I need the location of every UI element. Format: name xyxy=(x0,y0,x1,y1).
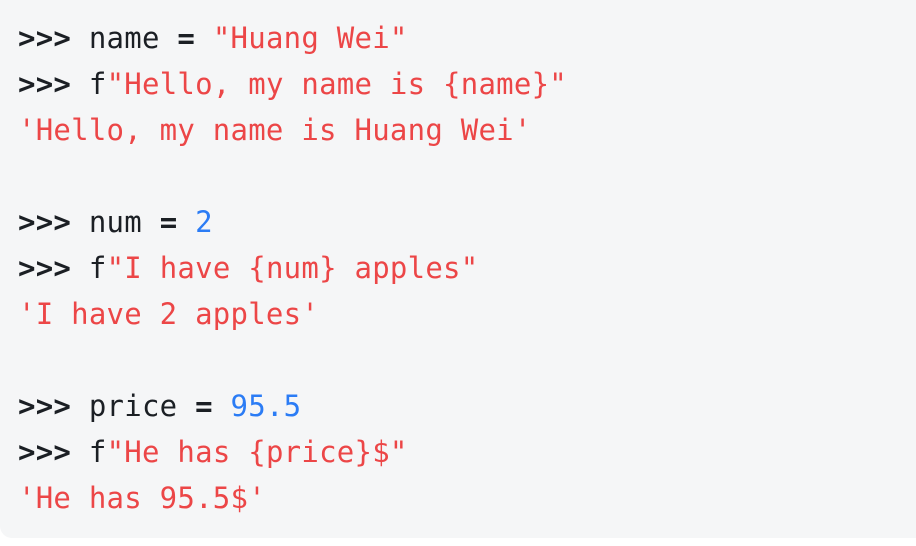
code-token-string: "Hello, my name is {name}" xyxy=(106,67,568,101)
code-token-string: 'Hello, my name is Huang Wei' xyxy=(18,113,532,147)
code-token-prompt: >>> xyxy=(18,435,89,469)
code-token-string: 'He has 95.5$' xyxy=(18,481,266,515)
code-line xyxy=(18,153,904,199)
code-token-prompt: >>> xyxy=(18,21,89,55)
code-token-operator: = xyxy=(195,389,231,423)
code-line: 'He has 95.5$' xyxy=(18,475,904,521)
code-token-operator: = xyxy=(177,21,213,55)
code-token-plain: price xyxy=(88,389,196,423)
code-token-prompt: >>> xyxy=(18,205,89,239)
code-token-prompt: >>> xyxy=(18,67,89,101)
code-token-plain: f xyxy=(88,435,107,469)
code-token-operator: = xyxy=(159,205,196,239)
code-token-plain: name xyxy=(88,21,178,55)
code-token-string: "He has {price}$" xyxy=(106,435,408,469)
code-token-number: 95.5 xyxy=(230,389,302,423)
code-line: >>> f"He has {price}$" xyxy=(18,429,904,475)
code-line xyxy=(18,337,904,383)
code-token-string: 'I have 2 apples' xyxy=(18,297,320,331)
code-token-plain: f xyxy=(88,67,107,101)
code-line: >>> name = "Huang Wei" xyxy=(18,15,904,61)
code-line: 'Hello, my name is Huang Wei' xyxy=(18,107,904,153)
code-token-plain: f xyxy=(88,251,107,285)
code-token-plain: num xyxy=(88,205,160,239)
code-line: >>> f"Hello, my name is {name}" xyxy=(18,61,904,107)
code-line: >>> num = 2 xyxy=(18,199,904,245)
code-token-prompt: >>> xyxy=(18,251,89,285)
code-line: 'I have 2 apples' xyxy=(18,291,904,337)
code-token-string: "Huang Wei" xyxy=(212,21,408,55)
code-token-prompt: >>> xyxy=(18,389,89,423)
code-line: >>> f"I have {num} apples" xyxy=(18,245,904,291)
code-token-number: 2 xyxy=(195,205,213,239)
code-line: >>> price = 95.5 xyxy=(18,383,904,429)
code-token-string: "I have {num} apples" xyxy=(106,251,479,285)
